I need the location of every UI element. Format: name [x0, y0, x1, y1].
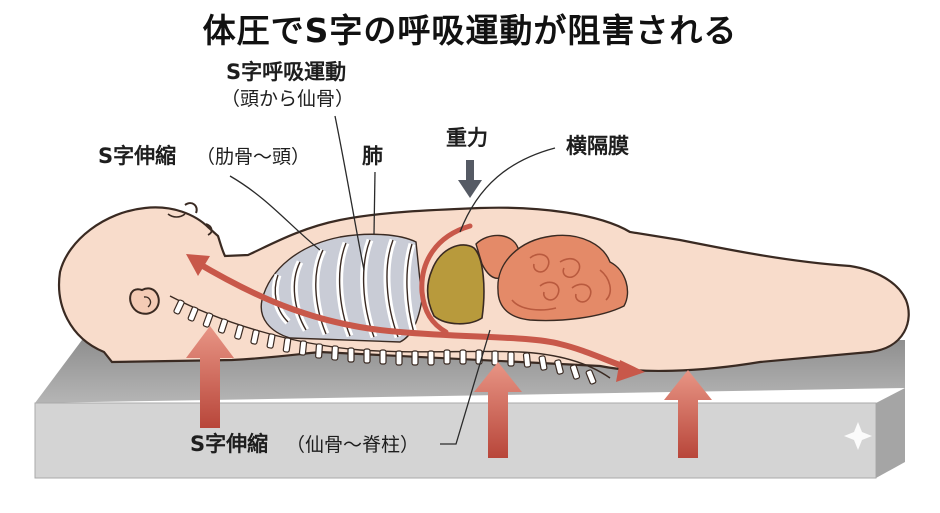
- face-lips: [205, 223, 213, 236]
- face-nose: [184, 202, 198, 214]
- diaphragm: [419, 223, 473, 335]
- leader-lines: [229, 115, 556, 445]
- label-s-respiration: S字呼吸運動: [226, 60, 347, 84]
- ear: [129, 287, 160, 315]
- liver: [426, 244, 485, 325]
- spine: [169, 295, 611, 385]
- label-gravity: 重力: [446, 126, 488, 150]
- label-s-stretch-spine: S字伸縮: [190, 432, 269, 456]
- page-title: 体圧でS字の呼吸運動が阻害される: [202, 11, 738, 50]
- label-s-stretch-rib: S字伸縮: [98, 144, 177, 168]
- intestine-coils: [511, 253, 612, 311]
- pressure-arrows: [186, 326, 712, 458]
- label-lung: 肺: [362, 144, 383, 168]
- gravity-arrow: [458, 160, 482, 198]
- label-s-respiration-sub: （頭から仙骨）: [221, 88, 355, 110]
- label-s-stretch-spine-sub: （仙骨〜脊柱）: [286, 434, 420, 456]
- label-s-stretch-rib-sub: （肋骨〜頭）: [196, 146, 311, 168]
- sparkle-icon: [844, 422, 872, 450]
- intestines: [497, 234, 629, 322]
- label-diaphragm: 横隔膜: [566, 134, 629, 158]
- face-eye: [167, 213, 186, 218]
- s-curve-arrow: [186, 254, 645, 382]
